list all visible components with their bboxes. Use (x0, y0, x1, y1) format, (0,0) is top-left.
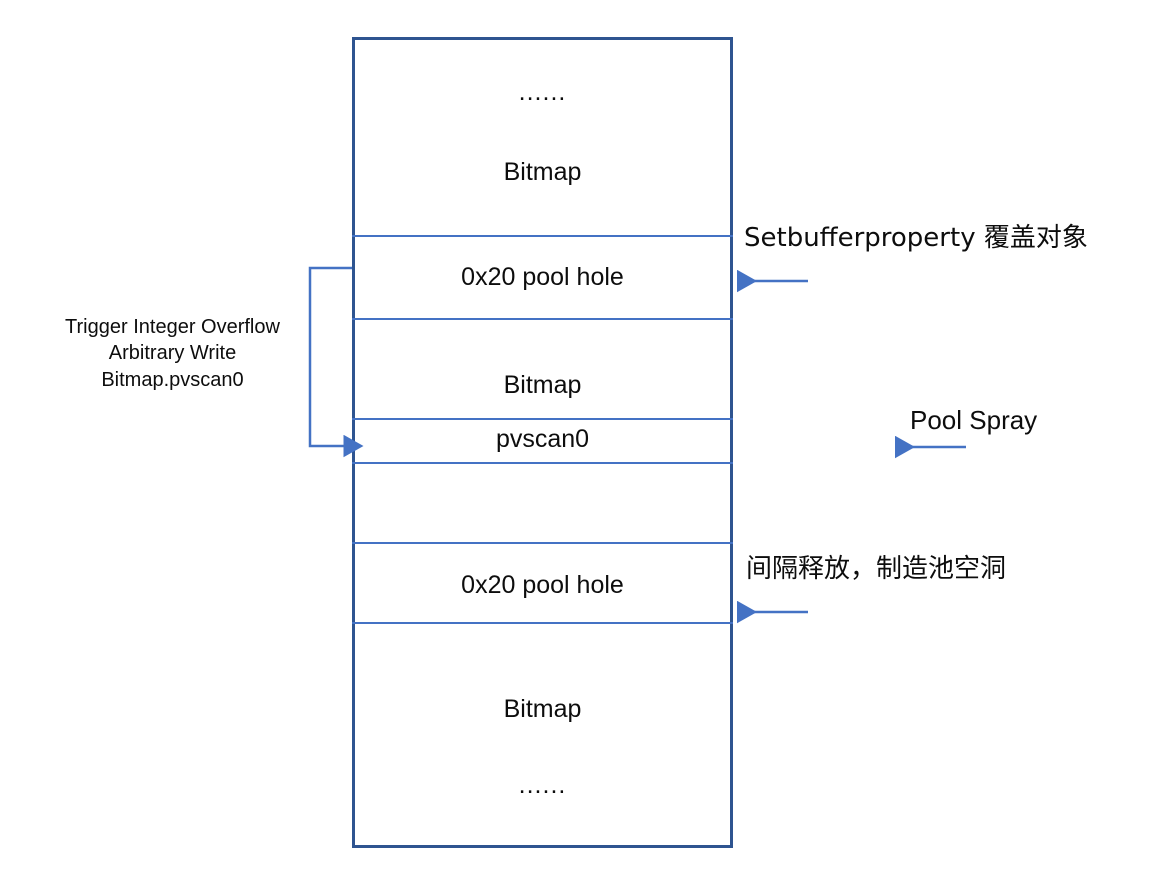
memory-pool-frame (352, 37, 733, 848)
pool-divider-6 (352, 622, 733, 624)
row-top-bitmap-ellipsis: ...... (518, 78, 567, 106)
left-annotation-line-1: Trigger Integer Overflow (65, 316, 280, 338)
annotation-setbufferproperty: Setbufferproperty 覆盖对象 (744, 223, 1088, 253)
row-pool-hole-bottom-label: 0x20 pool hole (461, 571, 624, 599)
left-annotation: Trigger Integer Overflow Arbitrary Write… (30, 314, 315, 393)
row-bottom-bitmap-ellipsis: ...... (518, 771, 567, 799)
pool-divider-3 (352, 418, 733, 420)
left-annotation-line-2: Arbitrary Write (108, 342, 237, 365)
pool-divider-2 (352, 318, 733, 320)
row-pool-hole-top-label: 0x20 pool hole (461, 263, 624, 291)
arrow-overflow-bracket (308, 266, 364, 458)
pool-divider-4 (352, 462, 733, 464)
row-top-bitmap-label: Bitmap (503, 158, 582, 186)
row-bottom-bitmap-label: Bitmap (503, 695, 582, 723)
left-annotation-line-3: Bitmap.pvscan0 (101, 368, 244, 391)
annotation-pool-spray: Pool Spray (910, 405, 1038, 435)
row-bitmap-mid-label: Bitmap (503, 371, 582, 399)
row-pvscan0-label: pvscan0 (495, 425, 590, 453)
pool-divider-5 (352, 542, 733, 544)
pool-divider-1 (352, 235, 733, 237)
annotation-free-holes: 间隔释放，制造池空洞 (746, 554, 1007, 584)
